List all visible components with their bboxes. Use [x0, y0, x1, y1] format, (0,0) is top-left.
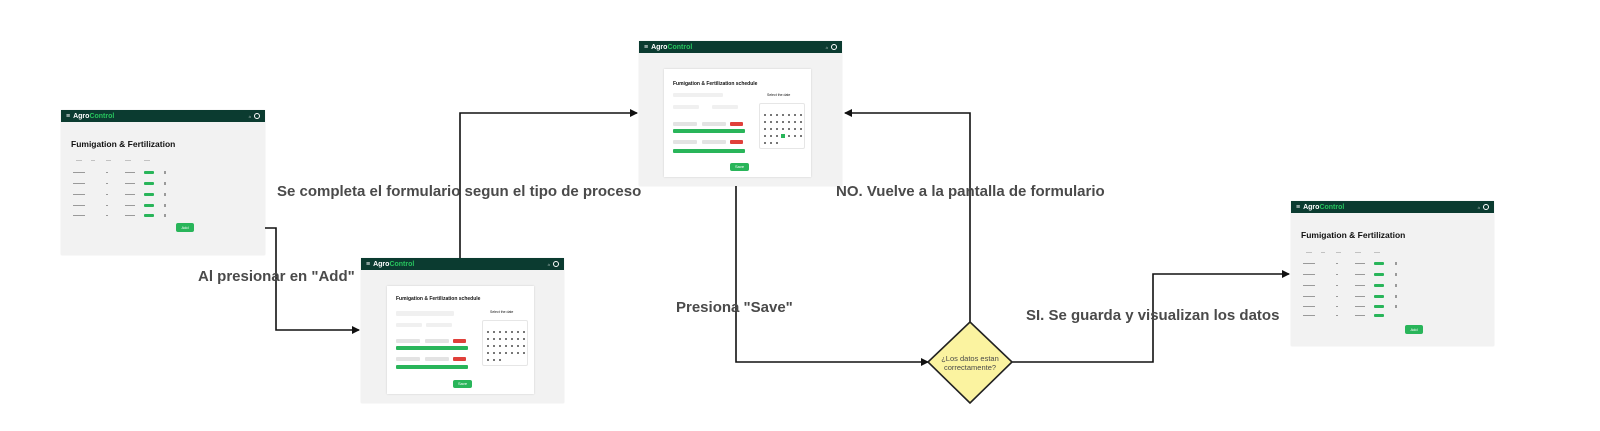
- menu-icon[interactable]: ≡: [366, 260, 371, 268]
- selected-date[interactable]: [781, 134, 785, 138]
- form-field[interactable]: [673, 105, 699, 109]
- app-header: ≡ AgroControl ⌂: [1291, 201, 1494, 213]
- remove-button[interactable]: [453, 357, 466, 361]
- table-row[interactable]: [61, 193, 265, 197]
- page-title: Fumigation & Fertilization: [71, 139, 176, 149]
- app-logo: AgroControl: [373, 260, 415, 268]
- decision-text-line: ¿Los datos estan: [941, 354, 999, 363]
- add-product-button[interactable]: [396, 346, 468, 350]
- app-logo: AgroControl: [1303, 203, 1345, 211]
- form-field[interactable]: [425, 339, 449, 343]
- table-row[interactable]: [61, 171, 265, 175]
- avatar-icon[interactable]: [553, 261, 559, 267]
- screen-form-filled: ≡ AgroControl ⌂ Fumigation & Fertilizati…: [639, 41, 842, 186]
- form-title: Fumigation & Fertilization schedule: [396, 296, 481, 302]
- arrow-form-to-filled: [459, 109, 638, 292]
- app-header: ≡ AgroControl ⌂: [61, 110, 265, 122]
- bell-icon[interactable]: ⌂: [547, 261, 550, 267]
- user-area[interactable]: ⌂: [826, 44, 837, 50]
- user-area[interactable]: ⌂: [548, 261, 559, 267]
- table-row[interactable]: [1291, 273, 1494, 277]
- table-row[interactable]: [1291, 314, 1494, 318]
- avatar-icon[interactable]: [1483, 204, 1489, 210]
- form-field[interactable]: [702, 140, 726, 144]
- form-field[interactable]: [673, 122, 697, 126]
- user-area[interactable]: ⌂: [1478, 204, 1489, 210]
- label-se-completa-formulario: Se completa el formulario segun el tipo …: [277, 183, 642, 200]
- form-field[interactable]: [426, 323, 452, 327]
- form-card: Fumigation & Fertilization schedule Sele…: [664, 69, 811, 177]
- table-row[interactable]: [1291, 305, 1494, 309]
- app-logo: AgroControl: [651, 43, 693, 51]
- form-title: Fumigation & Fertilization schedule: [673, 81, 758, 87]
- add-button[interactable]: Add: [1405, 325, 1423, 334]
- table-row[interactable]: [61, 182, 265, 186]
- decision-text-line: correctamente?: [944, 363, 996, 372]
- arrow-si-to-result: [1012, 270, 1290, 363]
- form-field[interactable]: [396, 323, 422, 327]
- user-area[interactable]: ⌂: [249, 113, 260, 119]
- table-row[interactable]: [1291, 284, 1494, 288]
- app-logo: AgroControl: [73, 112, 115, 120]
- add-product-button[interactable]: [673, 149, 745, 153]
- add-button[interactable]: Add: [176, 223, 194, 232]
- bell-icon[interactable]: ⌂: [248, 113, 251, 119]
- label-al-presionar-add: Al presionar en "Add": [198, 268, 355, 285]
- form-field[interactable]: [396, 311, 454, 316]
- app-header: ≡ AgroControl ⌂: [361, 258, 564, 270]
- calendar-title: Select the date: [767, 93, 791, 97]
- table-row[interactable]: [61, 204, 265, 208]
- add-product-button[interactable]: [673, 129, 745, 133]
- form-field[interactable]: [425, 357, 449, 361]
- save-button[interactable]: Save: [730, 163, 749, 171]
- screen-list-result: ≡ AgroControl ⌂ Fumigation & Fertilizati…: [1291, 201, 1494, 346]
- calendar[interactable]: [482, 320, 528, 366]
- form-card: Fumigation & Fertilization schedule Sele…: [387, 286, 534, 394]
- remove-button[interactable]: [730, 140, 743, 144]
- form-field[interactable]: [712, 105, 738, 109]
- table-row[interactable]: [1291, 262, 1494, 266]
- page-title: Fumigation & Fertilization: [1301, 230, 1406, 240]
- screen-list-initial: ≡ AgroControl ⌂ Fumigation & Fertilizati…: [61, 110, 265, 255]
- save-button[interactable]: Save: [453, 380, 472, 388]
- bell-icon[interactable]: ⌂: [1477, 204, 1480, 210]
- avatar-icon[interactable]: [831, 44, 837, 50]
- label-si-se-guarda: SI. Se guarda y visualizan los datos: [1026, 307, 1280, 324]
- table-row[interactable]: [1291, 295, 1494, 299]
- bell-icon[interactable]: ⌂: [825, 44, 828, 50]
- arrow-save-to-decision: [735, 170, 929, 366]
- menu-icon[interactable]: ≡: [644, 43, 649, 51]
- remove-button[interactable]: [453, 339, 466, 343]
- add-product-button[interactable]: [396, 365, 468, 369]
- label-no-vuelve: NO. Vuelve a la pantalla de formulario: [836, 183, 1105, 200]
- screen-form-empty: ≡ AgroControl ⌂ Fumigation & Fertilizati…: [361, 258, 564, 403]
- menu-icon[interactable]: ≡: [66, 112, 71, 120]
- form-field[interactable]: [702, 122, 726, 126]
- app-header: ≡ AgroControl ⌂: [639, 41, 842, 53]
- label-presiona-save: Presiona "Save": [676, 299, 793, 316]
- avatar-icon[interactable]: [254, 113, 260, 119]
- form-field[interactable]: [396, 357, 420, 361]
- form-field[interactable]: [396, 339, 420, 343]
- calendar-title: Select the date: [490, 310, 514, 314]
- decision-diamond: [926, 320, 1014, 405]
- remove-button[interactable]: [730, 122, 743, 126]
- form-field[interactable]: [673, 93, 723, 97]
- form-field[interactable]: [673, 140, 697, 144]
- arrow-no-back-to-form: [844, 109, 971, 322]
- table-row[interactable]: [61, 214, 265, 218]
- menu-icon[interactable]: ≡: [1296, 203, 1301, 211]
- calendar[interactable]: [759, 103, 805, 149]
